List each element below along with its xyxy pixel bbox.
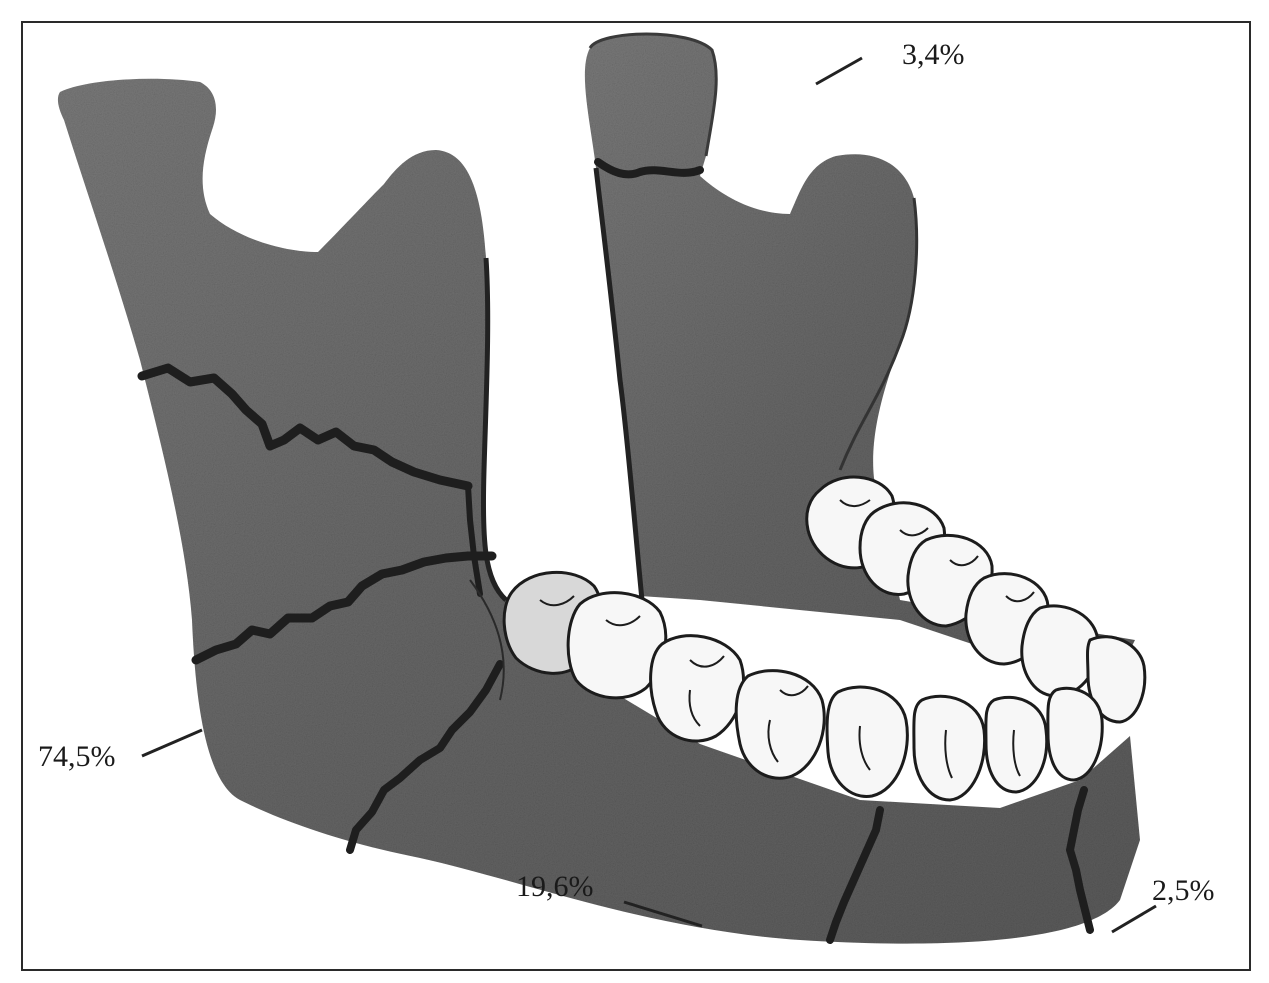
condyle-percentage-label: 3,4% <box>902 40 965 70</box>
angle-percentage-label: 74,5% <box>38 742 116 772</box>
right-ramus <box>585 34 1135 690</box>
tooth <box>736 671 824 779</box>
body-percentage-label: 19,6% <box>516 872 594 902</box>
left-ramus-inner-border <box>483 258 506 600</box>
tooth <box>651 636 744 741</box>
chin-percentage-label: 2,5% <box>1152 876 1215 906</box>
tooth <box>1048 688 1102 780</box>
tooth <box>986 697 1047 792</box>
chin-leader-line <box>1112 906 1156 932</box>
tooth <box>827 687 907 796</box>
angle-leader-line <box>142 730 202 756</box>
condyle-leader-line <box>816 58 862 84</box>
tooth <box>914 696 985 800</box>
